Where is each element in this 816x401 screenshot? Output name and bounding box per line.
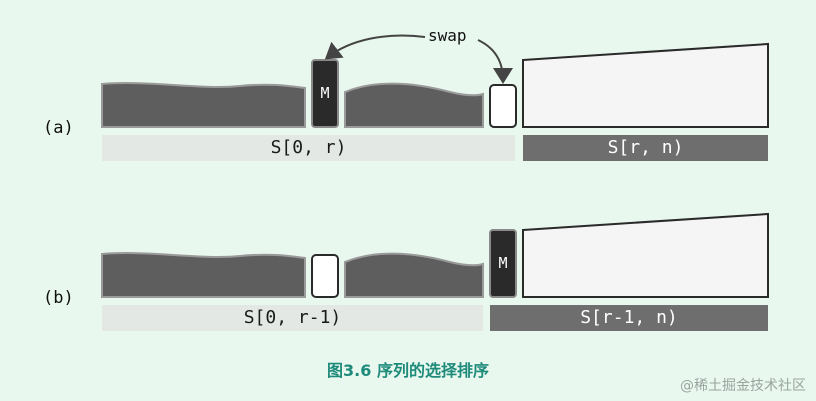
swap-target-slot-a	[489, 84, 517, 128]
row-label-a: (a)	[43, 118, 74, 138]
range-suffix-b: S[r-1, n)	[490, 305, 768, 331]
range-prefix-a: S[0, r)	[102, 135, 515, 161]
sorted-suffix-b	[522, 212, 769, 298]
range-suffix-a: S[r, n)	[523, 135, 768, 161]
figure-caption: 图3.6 序列的选择排序	[327, 361, 489, 380]
swap-arrow-left	[324, 34, 426, 60]
sorted-suffix-a	[522, 42, 769, 128]
watermark: @稀土掘金技术社区	[680, 378, 806, 394]
row-label-b: (b)	[43, 288, 74, 308]
max-label-a: M	[320, 84, 330, 102]
empty-slot-block-b	[311, 254, 339, 298]
swap-label: swap	[428, 26, 467, 45]
max-label-b: M	[498, 254, 508, 272]
max-element-block-a	[311, 59, 339, 128]
unsorted-segment-left-a	[101, 82, 306, 128]
max-element-block-b	[489, 229, 517, 298]
unsorted-segment-left-b	[101, 252, 306, 298]
swap-arrow-right	[477, 39, 513, 84]
unsorted-segment-right-b	[344, 252, 484, 298]
unsorted-segment-right-a	[344, 82, 484, 128]
range-prefix-b: S[0, r-1)	[102, 305, 483, 331]
